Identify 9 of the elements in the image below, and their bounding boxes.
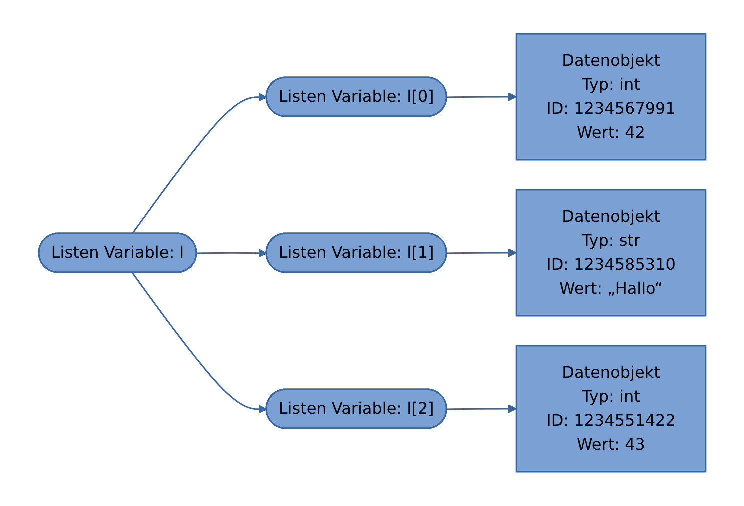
arrow xyxy=(446,248,517,258)
arrow xyxy=(446,92,517,102)
arrow xyxy=(131,92,267,234)
arrow xyxy=(131,272,267,414)
node-box: Datenobjekt Typ: str ID: 1234585310 Wert: „Hallo“ xyxy=(515,189,706,317)
arrow xyxy=(196,248,267,258)
node-box: Datenobjekt Typ: int ID: 1234551422 Wert: 43 xyxy=(515,345,706,473)
arrow xyxy=(446,404,517,414)
node-box: Datenobjekt Typ: int ID: 1234567991 Wert: 42 xyxy=(515,33,706,161)
